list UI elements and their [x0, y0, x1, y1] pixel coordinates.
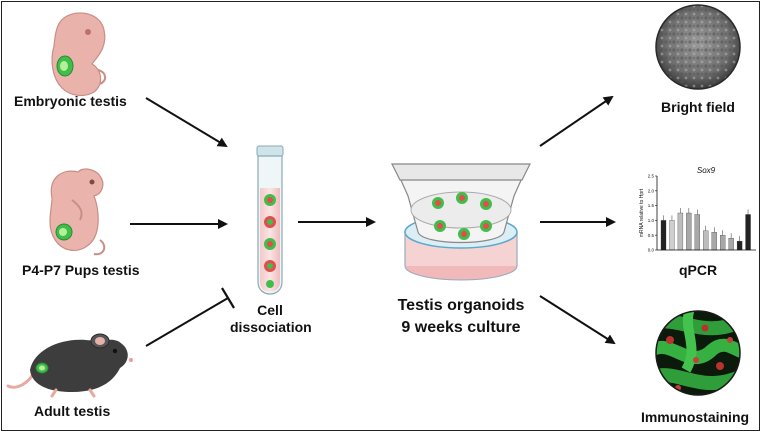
qpcr-y-axis-label: mRNA relative to Hprt: [639, 188, 645, 237]
qpcr-tick-label: 1.5: [648, 203, 655, 208]
bright-field-label: Bright field: [661, 99, 735, 115]
qpcr-bar: [728, 238, 734, 251]
qpcr-bar: [703, 230, 709, 251]
immunostaining-label: Immunostaining: [640, 409, 750, 425]
qpcr-label: qPCR: [678, 262, 718, 278]
qpcr-bar: [660, 220, 667, 251]
qpcr-bar: [736, 240, 743, 251]
arrow-embryo-to-tube: [145, 97, 228, 148]
qpcr-y-ticks: 2.5 2.0 1.5 1.0 0.5 0.0: [648, 174, 657, 253]
qpcr-bar: [686, 212, 692, 251]
organoids-label-line2: 9 weeks culture: [401, 319, 521, 336]
test-tube-illustration: [256, 145, 284, 295]
pup-illustration: [49, 168, 106, 256]
qpcr-bar: [677, 212, 684, 251]
qpcr-tick-label: 0.0: [648, 248, 655, 253]
bright-field-image: [655, 4, 741, 90]
qpcr-chart: Sox9 mRNA relative to Hprt 2.5 2.0 1.5 1.0 0…: [639, 166, 756, 253]
qpcr-bar: [694, 214, 700, 251]
qpcr-bar: [711, 232, 717, 251]
immunostaining-image: [655, 310, 741, 396]
qpcr-chart-title: Sox9: [697, 166, 716, 175]
qpcr-tick-label: 2.5: [648, 174, 655, 179]
embryonic-testis-label: Embryonic testis: [14, 93, 127, 109]
culture-dish-illustration: [391, 163, 531, 281]
qpcr-bar: [745, 214, 751, 251]
qpcr-bars: [660, 208, 751, 251]
arrow-to-immunostaining: [539, 295, 616, 345]
qpcr-bar: [669, 220, 675, 251]
adult-testis-label: Adult testis: [34, 403, 111, 419]
inhibitor-adult-to-tube: [145, 287, 235, 347]
organoids-label-line1: Testis organoids: [397, 297, 525, 314]
embryo-illustration: [51, 12, 106, 97]
qpcr-tick-label: 0.5: [648, 233, 655, 238]
pups-testis-label: P4-P7 Pups testis: [22, 262, 140, 278]
qpcr-tick-label: 2.0: [648, 188, 655, 193]
adult-mouse-illustration: [6, 333, 133, 398]
qpcr-bar: [720, 235, 726, 251]
arrow-to-bright-field: [539, 95, 614, 147]
qpcr-tick-label: 1.0: [648, 218, 655, 223]
cell-dissociation-label: Cell dissociation: [230, 302, 312, 335]
